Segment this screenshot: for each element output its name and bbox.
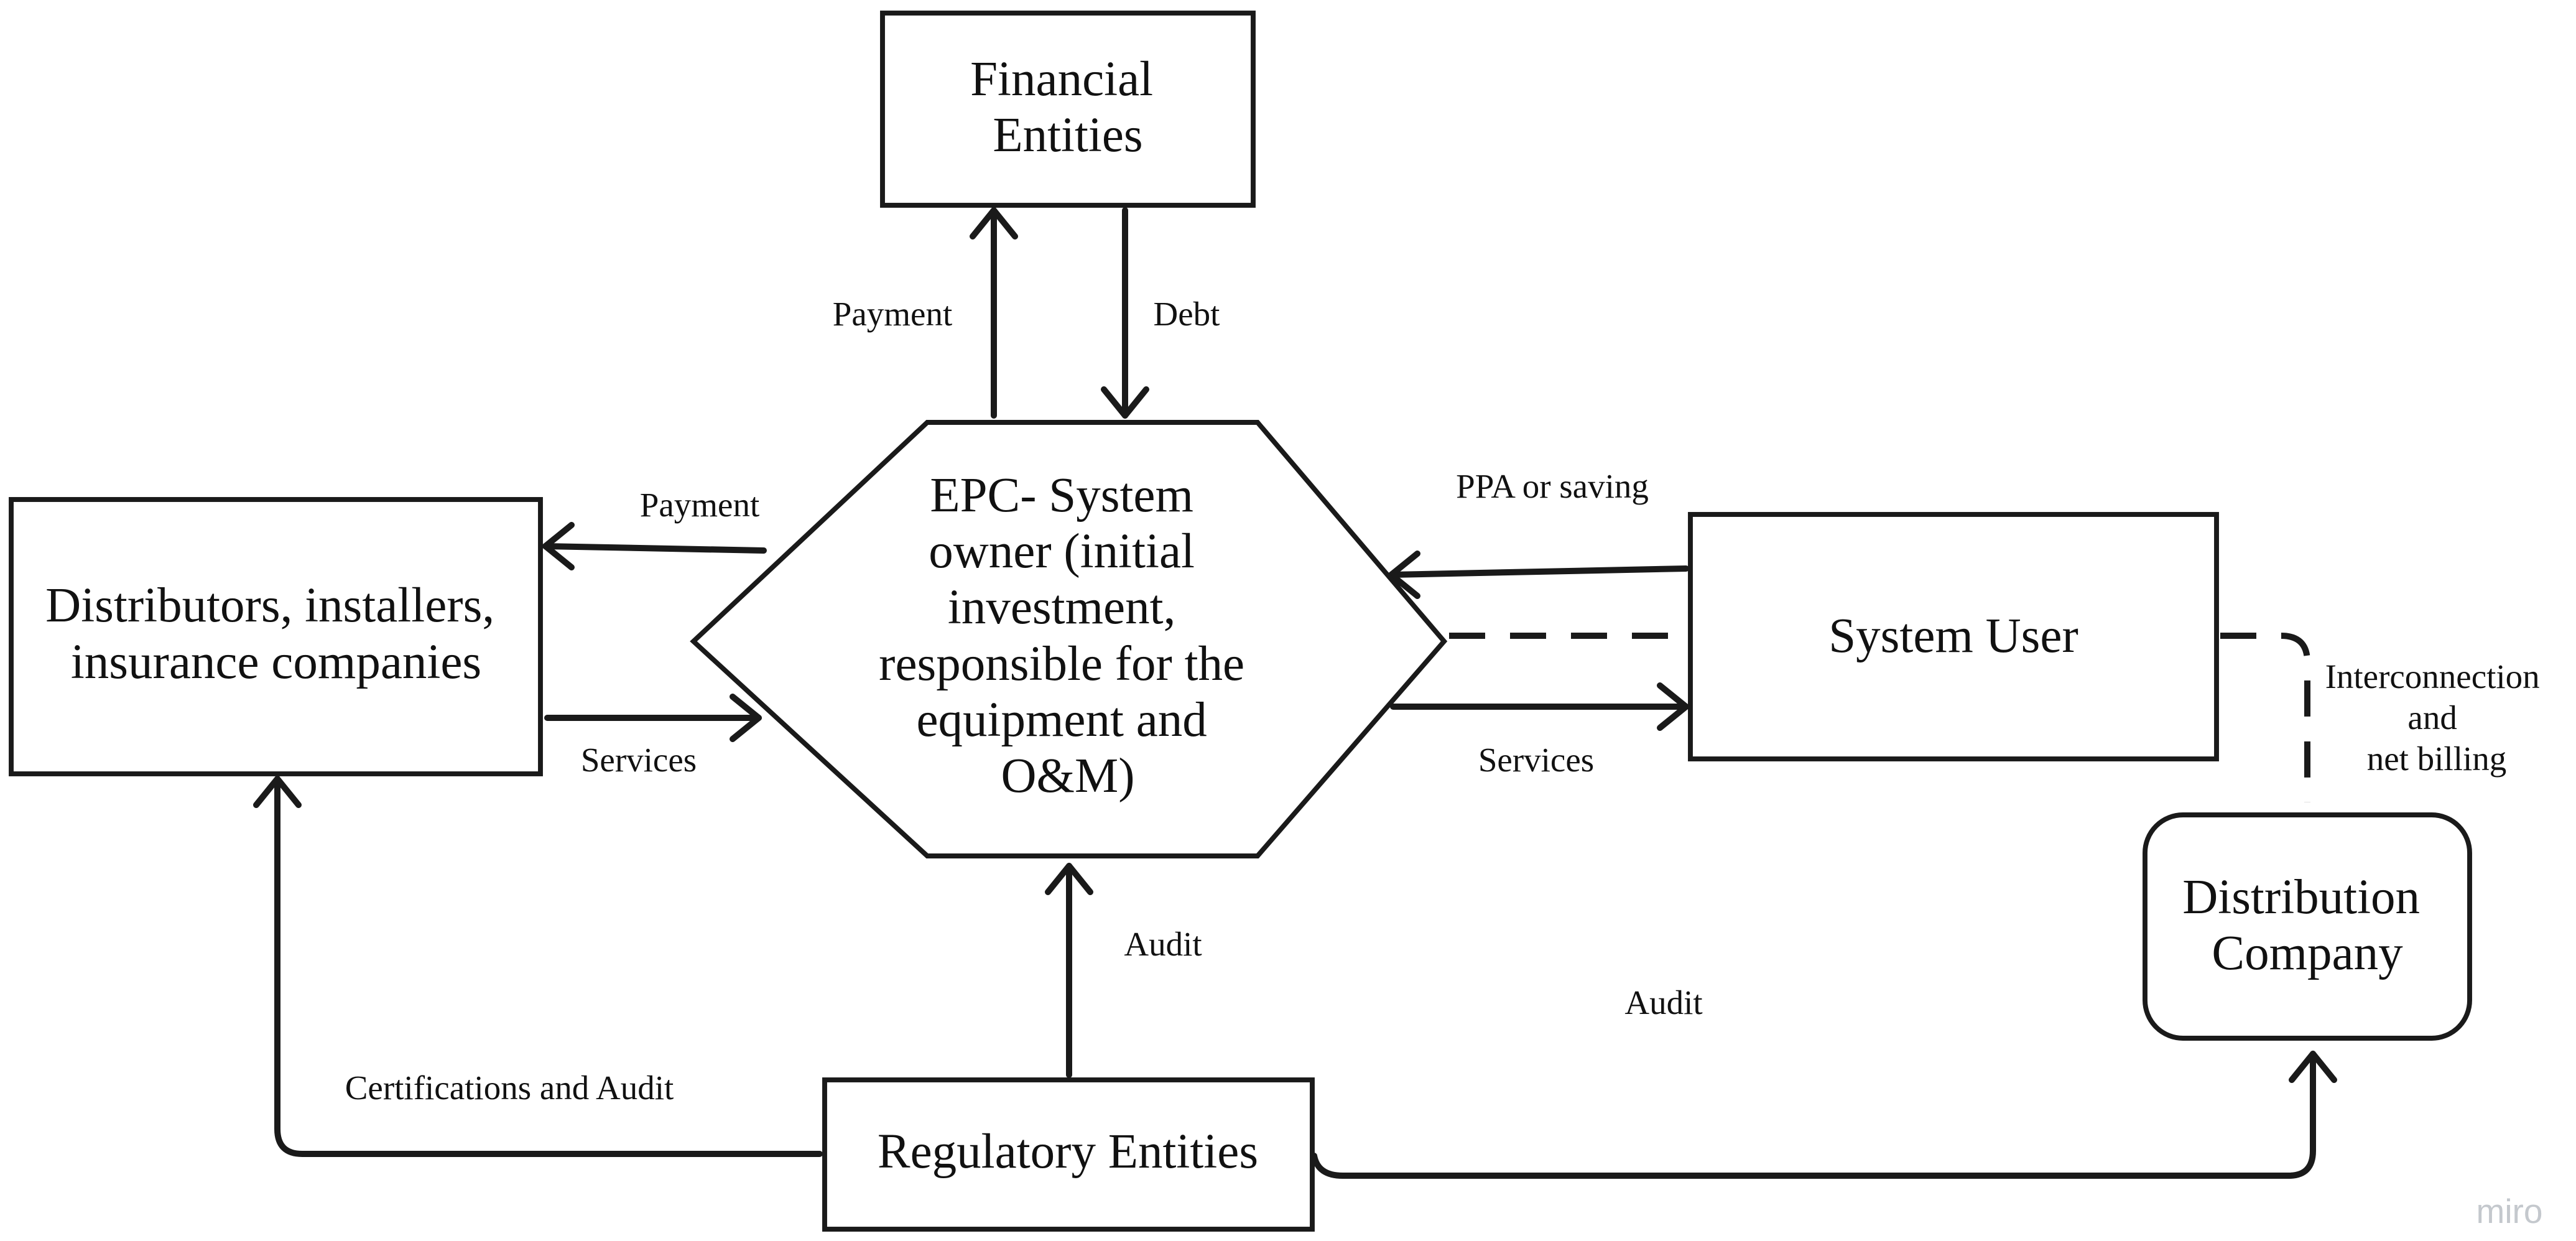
system-user-label-line-1: System User xyxy=(1828,609,2078,663)
edge-epc-to-financial xyxy=(970,207,1018,419)
system-user-box xyxy=(1688,512,2219,761)
epc-label-line-6: O&M) xyxy=(1001,749,1134,803)
node-distribution-company: Distribution Company xyxy=(2143,812,2472,1041)
regulatory-entities-label-line-1: Regulatory Entities xyxy=(878,1125,1258,1179)
distribution-company-label-line-2: Company xyxy=(2212,926,2403,980)
distributors-label-line-1: Distributors, installers, xyxy=(45,579,494,633)
epc-label-line-5: equipment and xyxy=(916,693,1207,747)
node-epc-system-owner: EPC- System owner (initial investment, r… xyxy=(690,420,1448,858)
edge-regulatory-to-epc-arrowhead xyxy=(1045,863,1093,895)
financial-entities-label-line-2: Entities xyxy=(993,108,1142,162)
edge-label-interconnection-line-2: and xyxy=(2407,699,2457,737)
edge-label-interconnection-line-3: net billing xyxy=(2367,740,2507,778)
edge-distributors-to-epc-arrowhead xyxy=(730,694,762,742)
distributors-box xyxy=(9,497,543,776)
distributors-label-line-2: insurance companies xyxy=(71,635,481,689)
node-distributors: Distributors, installers, insurance comp… xyxy=(9,497,543,776)
edge-user-to-epc xyxy=(1388,551,1689,599)
edge-user-distribution-dashed-link xyxy=(2220,633,2310,802)
edge-user-to-epc-arrowhead xyxy=(1388,551,1420,599)
node-financial-entities: Financial Entities xyxy=(880,11,1256,208)
edge-label-epc-to-user: Services xyxy=(1478,741,1594,779)
distribution-company-box xyxy=(2143,812,2472,1041)
edge-epc-to-distributors xyxy=(542,522,767,570)
regulatory-entities-box xyxy=(822,1077,1315,1232)
epc-label-line-4: responsible for the xyxy=(879,637,1244,691)
edge-financial-to-epc xyxy=(1101,207,1149,419)
epc-label-line-3: investment, xyxy=(948,580,1175,634)
edge-label-user-distribution-link: Interconnection and net billing xyxy=(2325,658,2549,778)
edge-regulatory-to-distribution-company-line xyxy=(1311,1051,2316,1179)
distribution-company-label: Distribution Company xyxy=(2182,870,2432,980)
node-regulatory-entities: Regulatory Entities xyxy=(822,1077,1315,1232)
miro-watermark: miro xyxy=(2476,1192,2543,1230)
edge-label-interconnection-line-1: Interconnection xyxy=(2325,658,2540,695)
financial-entities-box xyxy=(880,11,1256,208)
financial-entities-label: Financial Entities xyxy=(970,52,1165,162)
edge-financial-to-epc-arrowhead xyxy=(1101,386,1149,419)
node-system-user: System User xyxy=(1688,512,2219,761)
distributors-label: Distributors, installers, insurance comp… xyxy=(45,579,507,689)
edge-regulatory-to-distribution-company-arrowhead xyxy=(2289,1051,2337,1083)
edge-label-distributors-to-epc: Services xyxy=(581,741,697,779)
edge-label-financial-to-epc: Debt xyxy=(1154,295,1220,333)
edge-labels: Payment Debt Payment Services PPA or sav… xyxy=(345,295,2549,1107)
edge-epc-to-distributors-arrowhead xyxy=(542,522,575,570)
edge-regulatory-to-distributors-arrowhead xyxy=(253,776,302,808)
edge-regulatory-to-distribution-company xyxy=(1311,1051,2337,1179)
edge-epc-to-distributors-line xyxy=(542,543,767,554)
edge-epc-to-user-arrowhead xyxy=(1657,682,1689,731)
edge-regulatory-to-distributors-line xyxy=(274,776,823,1157)
edge-label-epc-to-financial: Payment xyxy=(833,295,952,333)
distribution-company-label-line-1: Distribution xyxy=(2182,870,2420,924)
edge-label-user-to-epc: PPA or saving xyxy=(1456,467,1649,505)
financial-entities-label-line-1: Financial xyxy=(970,52,1153,106)
epc-system-owner-hexagon xyxy=(690,420,1448,858)
edge-label-regulatory-to-distributors: Certifications and Audit xyxy=(345,1069,674,1107)
edge-label-regulatory-to-epc: Audit xyxy=(1124,925,1202,963)
edge-label-epc-to-distributors: Payment xyxy=(640,486,759,524)
edge-distributors-to-epc xyxy=(544,694,762,742)
edge-epc-to-financial-arrowhead xyxy=(970,207,1018,239)
edge-regulatory-to-distributors xyxy=(253,776,823,1157)
edge-user-to-epc-line xyxy=(1388,565,1689,578)
epc-label-line-2: owner (initial xyxy=(929,524,1195,579)
epc-label-line-1: EPC- System xyxy=(930,468,1193,523)
regulatory-entities-label: Regulatory Entities xyxy=(878,1125,1258,1179)
edge-label-regulatory-to-distribution-company: Audit xyxy=(1624,983,1702,1021)
epc-system-owner-label: EPC- System owner (initial investment, r… xyxy=(879,468,1257,803)
edge-epc-to-user xyxy=(1390,682,1689,731)
edge-regulatory-to-epc xyxy=(1045,863,1093,1078)
edges xyxy=(253,207,2337,1179)
system-user-label: System User xyxy=(1828,609,2078,663)
